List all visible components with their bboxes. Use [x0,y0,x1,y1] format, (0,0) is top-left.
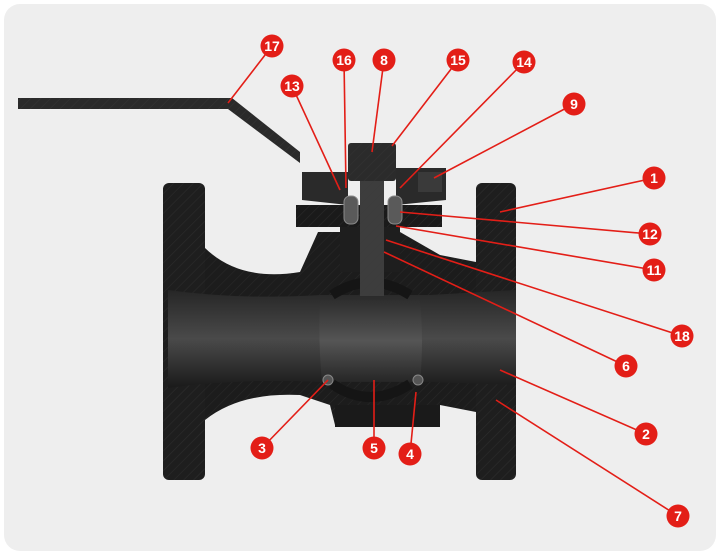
leader-7 [495,399,679,517]
leader-13 [291,85,341,191]
callout-12: 12 [638,222,662,246]
leader-11 [395,225,655,271]
leader-2 [499,369,647,435]
leader-1 [499,177,655,213]
leader-18 [385,239,683,337]
leader-14 [399,61,525,189]
leader-17 [227,45,273,104]
svg-text:2: 2 [642,426,650,442]
callout-11: 11 [642,258,666,282]
callout-3: 3 [250,436,274,460]
callout-6: 6 [614,354,638,378]
svg-text:9: 9 [570,96,578,112]
svg-text:6: 6 [622,358,630,374]
leader-9 [433,103,575,179]
leader-8 [371,59,385,153]
svg-text:8: 8 [380,52,388,68]
bottom-cap [335,405,440,427]
callout-17: 17 [260,34,284,58]
seat-right [412,374,424,386]
svg-text:4: 4 [406,446,414,462]
svg-text:18: 18 [674,328,690,344]
leader-15 [391,59,459,147]
svg-text:7: 7 [674,508,682,524]
svg-text:5: 5 [370,440,378,456]
callout-4: 4 [398,442,422,466]
packing-rings [343,195,403,225]
callout-8: 8 [372,48,396,72]
lever-handle [18,98,300,163]
callout-5: 5 [362,436,386,460]
leader-6 [383,251,627,367]
valve-body [18,98,516,480]
svg-text:3: 3 [258,440,266,456]
callout-14: 14 [512,50,536,74]
svg-text:15: 15 [450,52,466,68]
gland-flange [302,168,446,205]
svg-text:13: 13 [284,78,300,94]
callout-13: 13 [280,74,304,98]
svg-text:16: 16 [336,52,352,68]
callout-1: 1 [642,166,666,190]
callout-2: 2 [634,422,658,446]
callout-16: 16 [332,48,356,72]
callout-7: 7 [666,504,690,528]
callout-15: 15 [446,48,470,72]
svg-text:11: 11 [647,262,662,278]
callout-18: 18 [670,324,694,348]
svg-text:12: 12 [642,226,658,242]
leader-12 [399,211,651,235]
callout-9: 9 [562,92,586,116]
leader-lines [227,45,683,517]
leader-3 [261,379,329,449]
callouts: 17 16 8 15 13 14 9 1 [250,34,694,528]
stem-nut [348,143,396,181]
svg-text:14: 14 [516,54,532,70]
leader-16 [343,59,347,189]
svg-text:1: 1 [650,170,658,186]
svg-text:17: 17 [264,38,280,54]
